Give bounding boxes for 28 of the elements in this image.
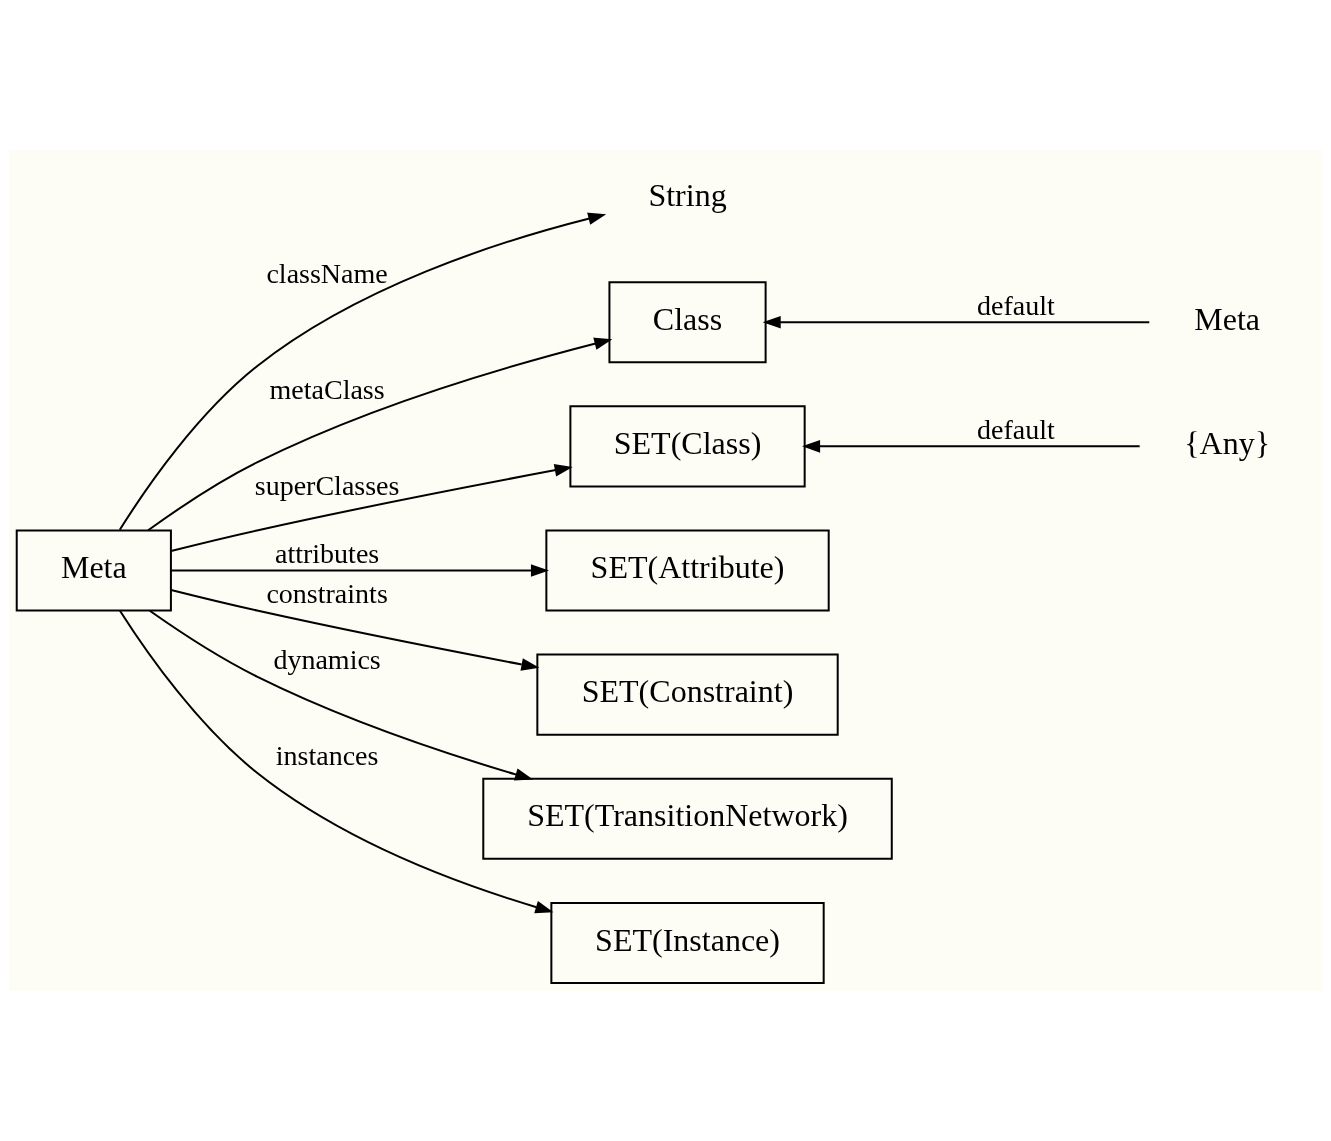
edge-label: default: [977, 289, 1055, 321]
node-text: Meta: [1194, 300, 1261, 337]
node-box: SET(TransitionNetwork): [482, 777, 893, 860]
node-text: String: [648, 176, 727, 213]
arrow: [802, 440, 1141, 453]
node-box: Meta: [15, 529, 172, 612]
node-box: SET(Constraint): [536, 653, 839, 736]
edge-label: instances: [275, 740, 379, 772]
arrow: [118, 212, 607, 531]
edge-label: superClasses: [254, 469, 400, 501]
node-box: SET(Instance): [550, 901, 825, 984]
node-box: Class: [608, 281, 767, 364]
node-box: SET(Attribute): [545, 529, 830, 612]
edge-label: metaClass: [269, 373, 385, 405]
edge-label: className: [266, 257, 388, 289]
arrow: [170, 564, 549, 577]
node-box: SET(Class): [569, 405, 806, 488]
edge-label: attributes: [274, 537, 380, 569]
arrow: [170, 464, 573, 552]
arrow: [147, 337, 613, 532]
edge-label: dynamics: [273, 644, 381, 676]
arrow: [170, 589, 540, 671]
arrow: [148, 609, 534, 781]
arrow: [762, 315, 1151, 329]
edge-label: default: [977, 413, 1055, 445]
node-text: {Any}: [1184, 424, 1271, 461]
edge-label: constraints: [266, 577, 388, 609]
arrow: [118, 609, 554, 914]
